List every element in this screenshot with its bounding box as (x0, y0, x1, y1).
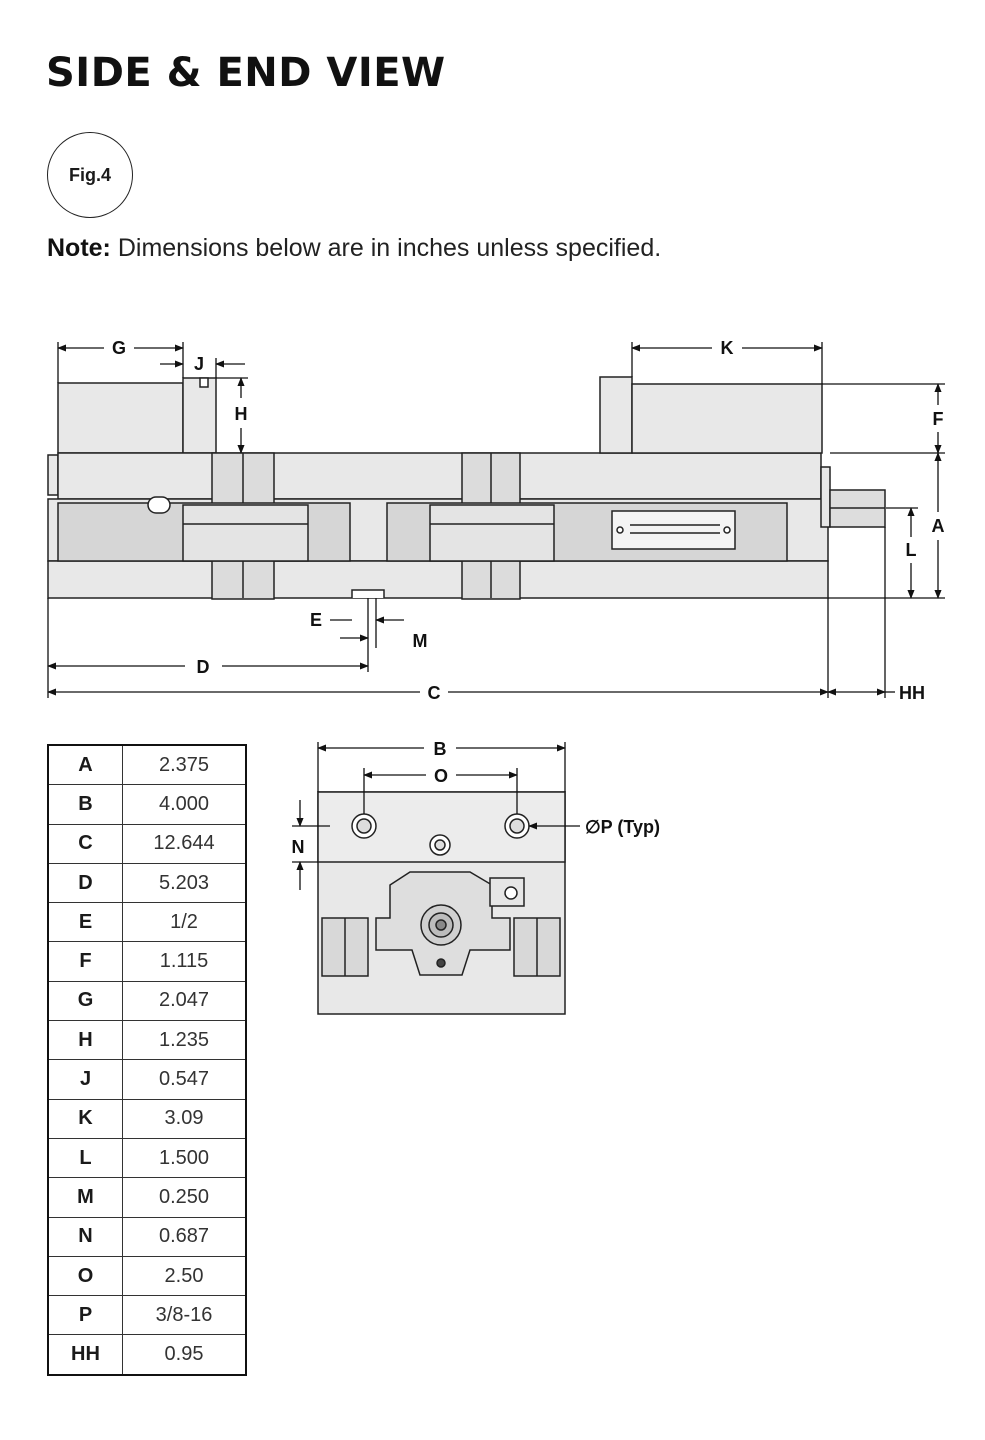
label-m: M (413, 631, 428, 651)
label-k: K (721, 338, 734, 358)
end-view-drawing (317, 791, 566, 1015)
dimension-key: F (47, 941, 123, 982)
dimension-value: 3/8-16 (122, 1295, 247, 1336)
dimension-value: 12.644 (122, 823, 247, 864)
figure-label: Fig.4 (68, 164, 111, 185)
label-l: L (906, 540, 917, 560)
label-n: N (292, 837, 305, 857)
label-a: A (932, 516, 945, 536)
dimension-key: A (47, 744, 123, 786)
dimension-value: 2.375 (122, 744, 247, 786)
label-p-typ: ∅P (Typ) (585, 817, 660, 837)
end-view-dimensions (292, 742, 580, 890)
side-view-dimensions (47, 342, 945, 698)
dimension-value: 2.047 (122, 980, 247, 1022)
dimension-key: HH (47, 1334, 123, 1376)
dimension-key: G (47, 980, 123, 1022)
label-f: F (933, 409, 944, 429)
dimension-key: N (47, 1216, 123, 1257)
dimension-key: K (47, 1098, 123, 1139)
dimension-key: D (47, 862, 123, 904)
dimension-value: 4.000 (122, 784, 247, 825)
dimension-value: 2.50 (122, 1255, 247, 1297)
dimension-value: 0.250 (122, 1177, 247, 1218)
side-view-labels: G J H K F A L E M D C HH (112, 338, 945, 703)
note-label: Note: (47, 234, 111, 262)
label-b: B (434, 739, 447, 759)
note-text: Dimensions below are in inches unless sp… (110, 234, 662, 262)
end-view-labels: B O N ∅P (Typ) (292, 739, 661, 857)
dimension-key: M (47, 1177, 123, 1218)
dimension-key: C (47, 823, 123, 864)
dimension-value: 1/2 (122, 902, 247, 943)
side-view-drawing (47, 376, 886, 600)
units-note: Note: Dimensions below are in inches unl… (47, 234, 661, 263)
dimension-value: 3.09 (122, 1098, 247, 1139)
dimension-value: 1.500 (122, 1137, 247, 1179)
dimension-key: H (47, 1020, 123, 1061)
label-o: O (434, 766, 448, 786)
label-hh: HH (899, 683, 925, 703)
page-title: SIDE & END VIEW (46, 50, 446, 96)
dimension-value: 1.235 (122, 1020, 247, 1061)
dimension-key: J (47, 1059, 123, 1100)
label-g: G (112, 338, 126, 358)
dimension-value: 0.687 (122, 1216, 247, 1257)
dimension-value: 1.115 (122, 941, 247, 982)
label-j: J (194, 354, 204, 374)
dimension-value: 0.547 (122, 1059, 247, 1100)
label-h: H (235, 404, 248, 424)
dimension-value: 0.95 (122, 1334, 247, 1376)
figure-badge: Fig.4 (47, 132, 133, 218)
dimension-key: L (47, 1137, 123, 1179)
dimension-key: E (47, 902, 123, 943)
dimension-key: B (47, 784, 123, 825)
label-c: C (428, 683, 441, 703)
dimension-key: O (47, 1255, 123, 1297)
label-e: E (310, 610, 322, 630)
dimension-key: P (47, 1295, 123, 1336)
dimension-value: 5.203 (122, 862, 247, 904)
label-d: D (197, 657, 210, 677)
